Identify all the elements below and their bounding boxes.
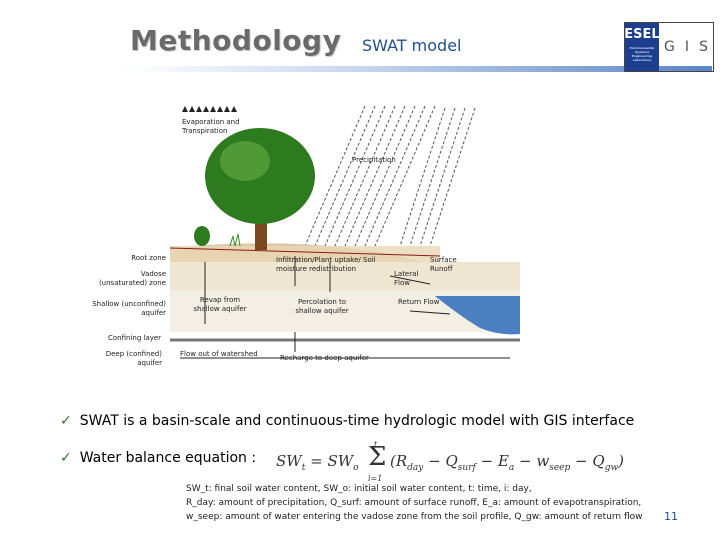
return-flow-arrow [409,310,451,315]
label-deep-aquifer: Deep (confined) aquifer [105,350,162,367]
evaporation-arrows [182,106,237,112]
precipitation-lines [304,105,476,247]
logo-gis-block: G I S [659,23,713,71]
bullet-text-1: SWAT is a basin-scale and continuous-tim… [79,413,635,429]
variable-definitions: SW_t: final soil water content, SW_o: in… [186,482,643,524]
eq-terms: (Rday − Qsurf − Ea − wseep − Qgw) [390,452,625,473]
logo-esel-tagline: Environmental Systems Engineering Labora… [629,46,655,62]
page-subtitle: SWAT model [362,36,462,55]
eq-sum-upper: t [374,440,378,449]
label-return-flow: Return Flow [398,298,440,306]
page-title: Methodology [130,24,342,57]
label-percolation: Percolation to shallow aquifer [295,298,349,315]
page-number: 11 [664,510,678,523]
lateral-flow-arrow [389,275,431,285]
vadose-layer [170,262,520,290]
label-evaporation: Evaporation and Transpiration [182,118,240,135]
label-revap: Revap from shallow aquifer [193,296,247,313]
title-rule [122,66,712,72]
label-flow-out: Flow out of watershed [180,350,258,358]
checkmark-icon: ✓ [60,450,72,466]
label-root-zone: Root zone [131,254,166,262]
eq-lhs: SWt = SWo [276,452,359,473]
bullet-water-balance: ✓ Water balance equation : [60,450,256,466]
label-recharge: Recharge to deep aquifer [280,354,369,362]
logo-letter-i: I [684,39,690,55]
definition-line-2: R_day: amount of precipitation, Q_surf: … [186,498,642,508]
bullet-swat-description: ✓ SWAT is a basin-scale and continuous-ti… [60,413,634,429]
eq-sigma: Σ [368,442,387,472]
esel-gis-logo: ESEL Environmental Systems Engineering L… [624,22,714,72]
label-infiltration: Infiltration/Plant uptake/ Soil moisture… [276,256,376,273]
bullet-text-2: Water balance equation : [79,450,257,466]
label-lateral-flow: Lateral Flow [394,270,419,287]
shrub [194,226,210,246]
logo-letter-s: S [699,39,708,55]
logo-esel-text: ESEL [624,27,660,42]
checkmark-icon: ✓ [60,413,72,429]
stream-channel [435,296,520,335]
eq-sum-lower: i=1 [368,474,383,483]
definition-line-3: w_seep: amount of water entering the vad… [186,512,643,522]
swat-hydrology-diagram [169,105,520,359]
water-balance-equation: SWt = SWo t Σ i=1 (Rday − Qsurf − Ea − w… [276,440,624,486]
logo-letter-g: G [664,39,675,55]
grass [229,233,241,247]
tree-canopy-highlight [220,141,270,181]
ground-line [169,247,441,257]
label-shallow-aquifer: Shallow (unconfined) aquifer [92,300,166,317]
label-confining-layer: Confining layer [108,334,162,342]
label-surface-runoff: Surface Runoff [430,256,457,273]
definition-line-1: SW_t: final soil water content, SW_o: in… [186,484,532,494]
label-vadose-zone: Vadose (unsaturated) zone [98,270,166,287]
label-precipitation: Precipitation [352,156,396,164]
logo-esel-block: ESEL Environmental Systems Engineering L… [624,23,660,71]
